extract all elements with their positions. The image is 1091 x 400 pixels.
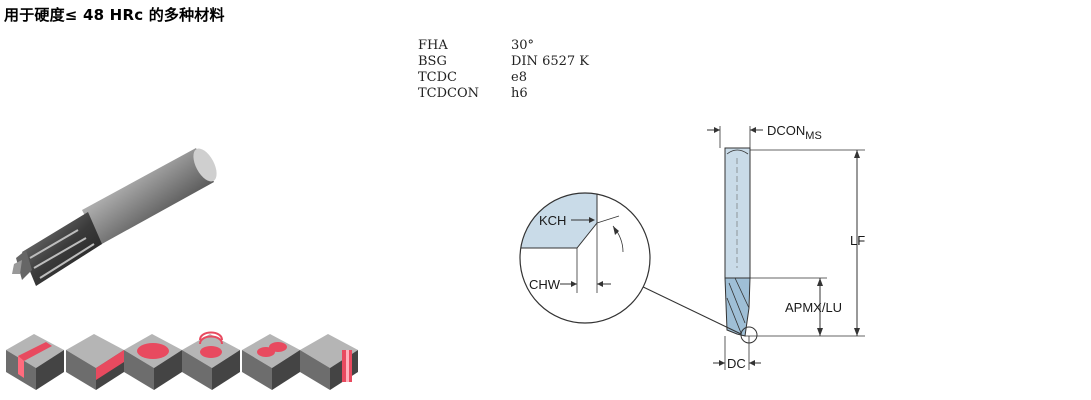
detail-circle — [519, 192, 651, 324]
spec-value: e8 — [511, 70, 527, 85]
dimension-drawing: DCONMS LF APMX/LU DC CHW KCH — [519, 123, 865, 371]
kch-label: KCH — [539, 213, 566, 228]
spec-value: h6 — [511, 86, 528, 101]
end-mill-image — [12, 148, 217, 286]
spec-key: FHA — [418, 38, 448, 53]
spec-table: FHA 30° BSG DIN 6527 K TCDC e8 TCDCON h6 — [418, 38, 589, 102]
spec-row: TCDCON h6 — [418, 86, 589, 102]
spec-key: TCDC — [418, 70, 457, 85]
spec-row: BSG DIN 6527 K — [418, 54, 589, 70]
spec-key: TCDCON — [418, 86, 480, 101]
slotting-icon — [6, 334, 64, 390]
apmx-label: APMX/LU — [785, 300, 842, 315]
spec-row: FHA 30° — [418, 38, 589, 54]
dc-label: DC — [727, 356, 746, 371]
spec-value: DIN 6527 K — [511, 54, 589, 69]
helical-ramp-icon — [182, 331, 240, 390]
page-title: 用于硬度≤ 48 HRc 的多种材料 — [4, 6, 225, 24]
chw-label: CHW — [529, 277, 561, 292]
plunge-pocket-icon — [242, 334, 300, 390]
lf-label: LF — [850, 233, 865, 248]
profile-icon — [300, 334, 358, 390]
dcon-label: DCONMS — [767, 123, 822, 142]
drawing-shank — [724, 147, 751, 279]
spec-key: BSG — [418, 54, 447, 69]
spec-row: TCDC e8 — [418, 70, 589, 86]
spec-value: 30° — [511, 38, 535, 53]
shoulder-icon — [66, 334, 124, 390]
operation-icons — [6, 331, 358, 390]
pocket-icon — [124, 334, 182, 390]
